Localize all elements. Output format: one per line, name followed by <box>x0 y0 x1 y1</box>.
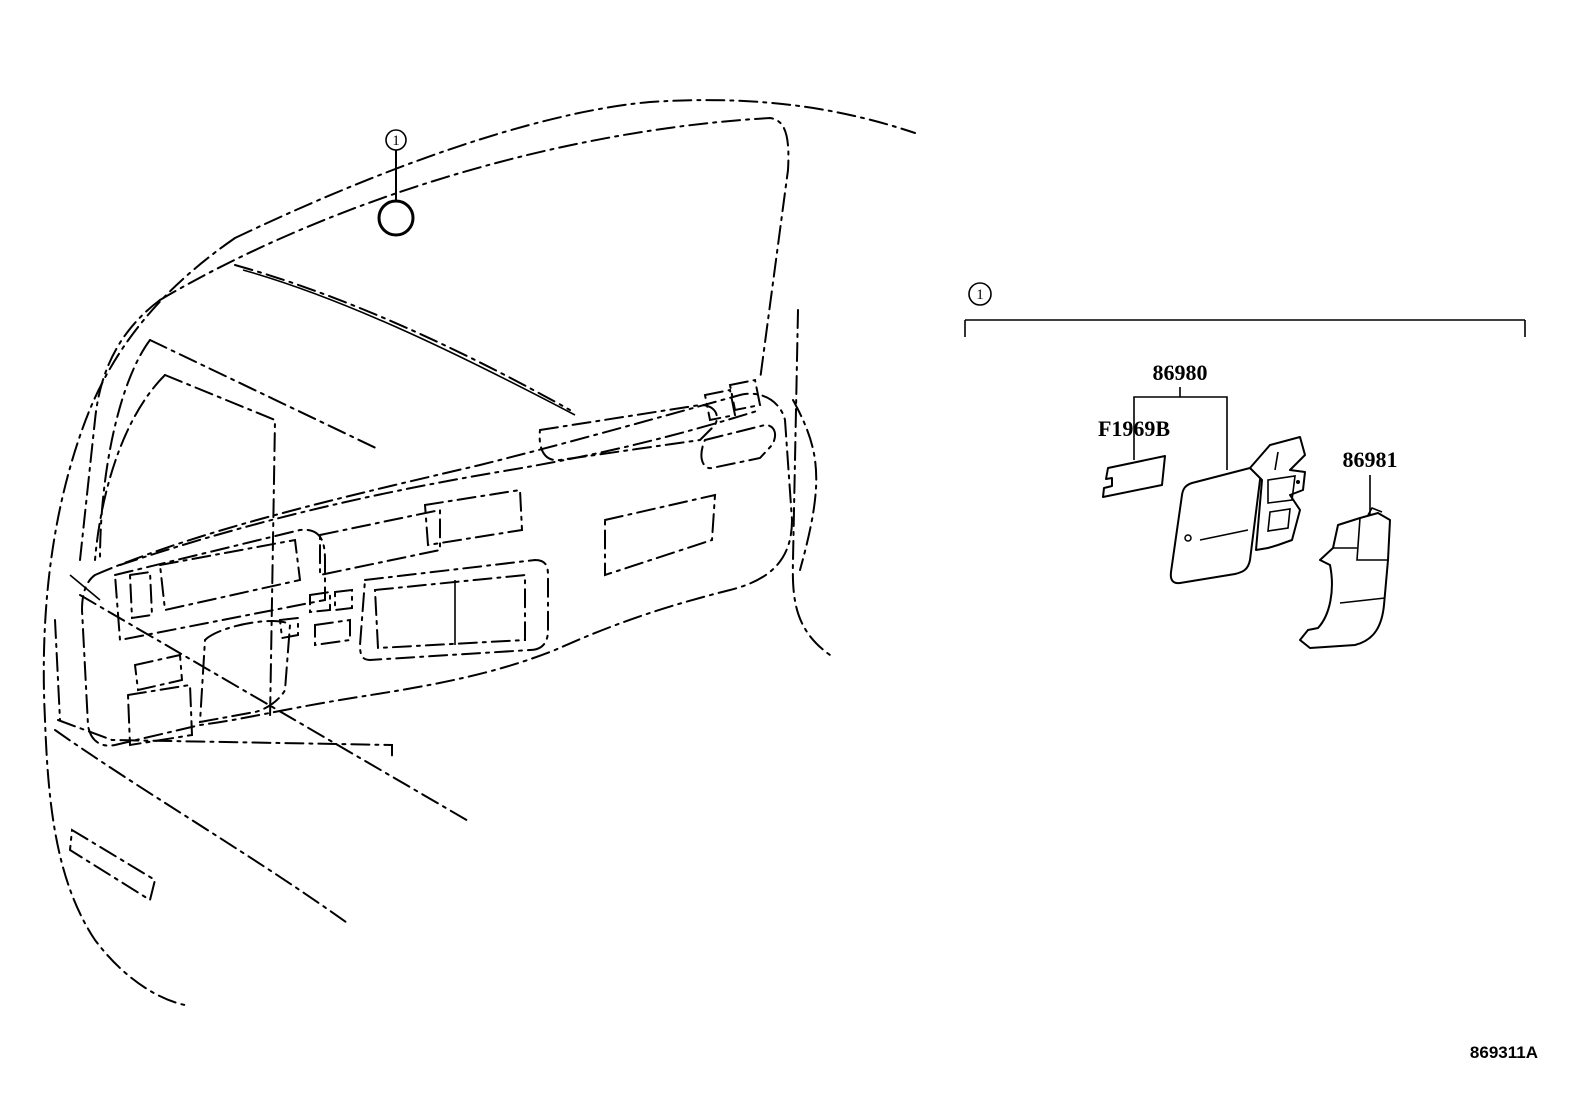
control-module-part <box>1169 436 1306 585</box>
vehicle-callout-number: 1 <box>392 133 400 149</box>
dashboard-illustration <box>69 378 794 747</box>
part-group-bracket: 1 <box>964 282 1526 337</box>
vehicle-location-marker <box>377 149 415 237</box>
vehicle-callout-1: 1 <box>385 129 407 151</box>
label-sticker-part <box>1102 455 1166 498</box>
part-number-module: 86980 <box>1153 360 1208 385</box>
vehicle-cab-illustration <box>42 99 916 1006</box>
part-number-cover: 86981 <box>1343 447 1398 472</box>
figure-id: 869311A <box>1470 1043 1538 1062</box>
group-callout-number: 1 <box>976 287 984 303</box>
cover-part <box>1299 506 1391 649</box>
